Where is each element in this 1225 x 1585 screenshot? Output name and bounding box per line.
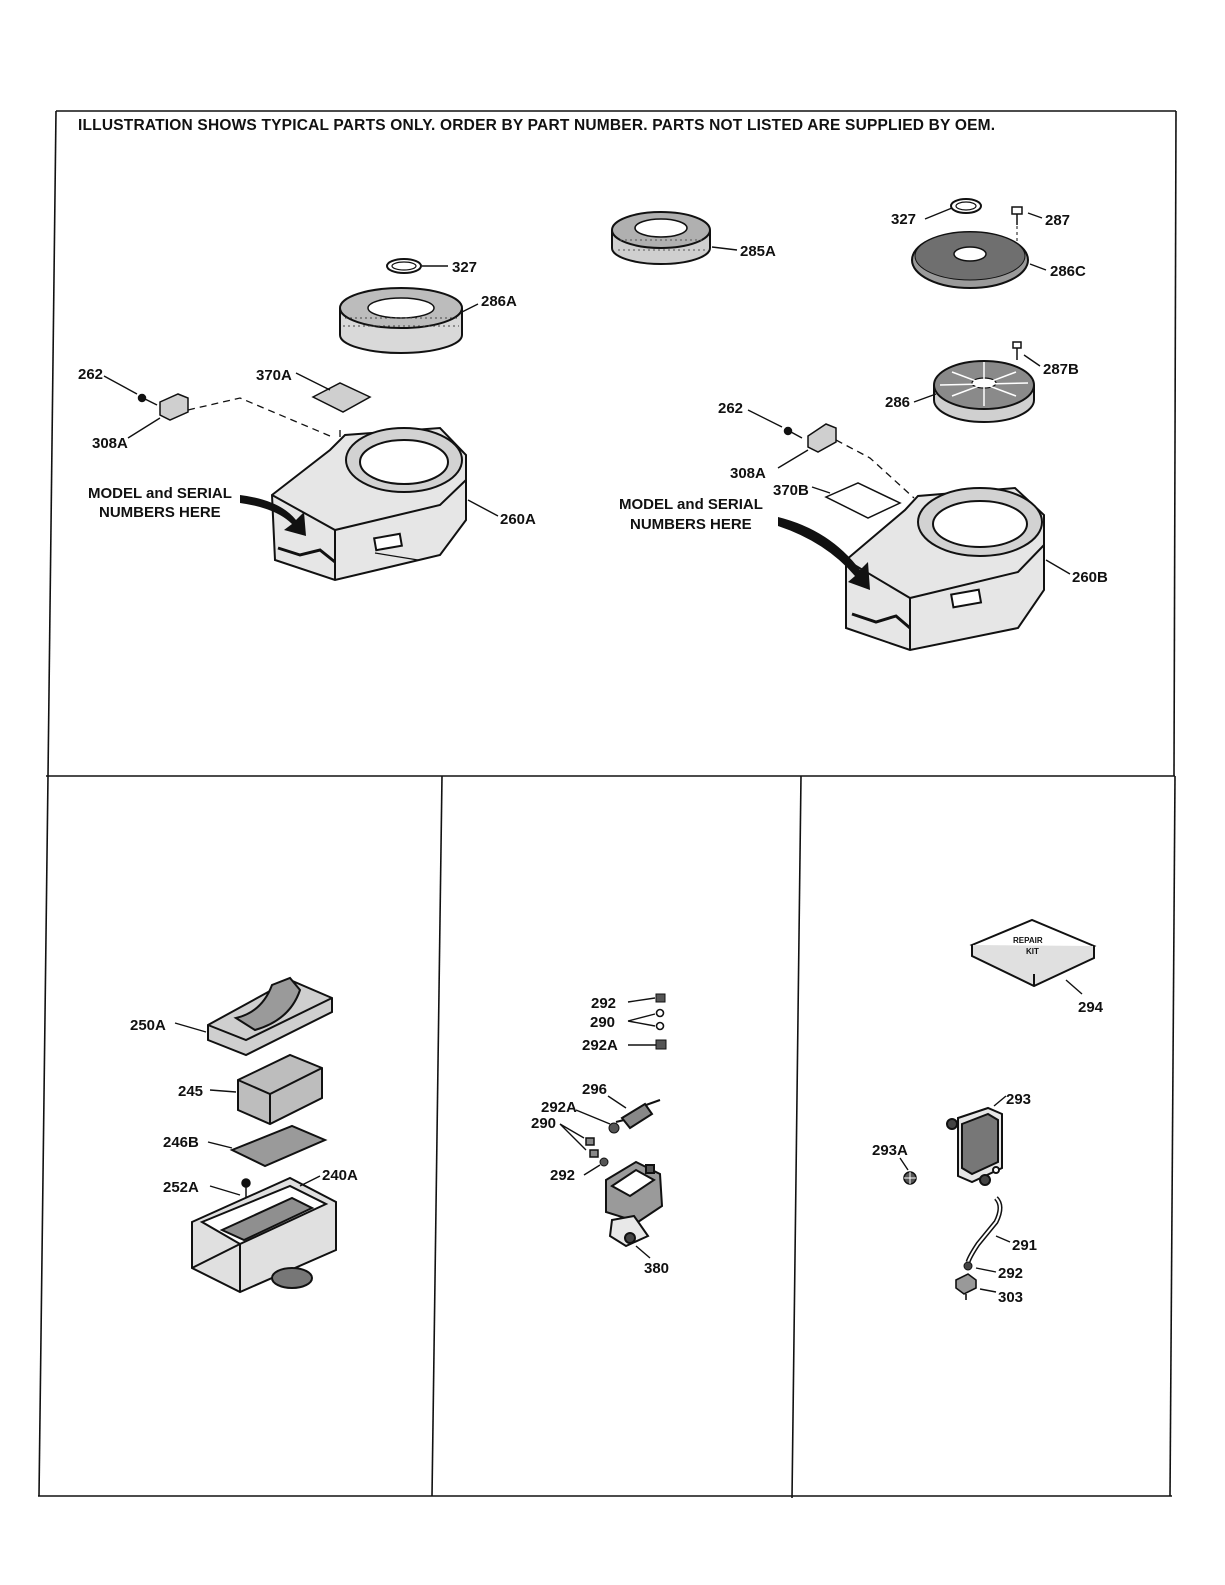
fitting-292A-part (655, 1039, 667, 1050)
top-left-assembly: 327 286A 370A 262 308A (78, 258, 536, 582)
housing-260B-part (845, 486, 1045, 652)
label-286C: 286C (1050, 263, 1086, 280)
pointer-arrow-b-icon (778, 517, 870, 590)
label-327: 327 (452, 259, 477, 276)
filter-285A-part (611, 211, 711, 265)
grille-286-part (933, 360, 1035, 423)
label-291: 291 (1012, 1237, 1037, 1254)
repair-kit-text-line2: KIT (1026, 947, 1039, 956)
label-292A-top: 292A (582, 1037, 618, 1054)
label-292-bottom: 292 (550, 1167, 575, 1184)
screw-262b-part (783, 426, 803, 439)
label-290-top: 290 (590, 1014, 615, 1031)
label-250A: 250A (130, 1017, 166, 1034)
fuel-pump-293-part (946, 1106, 1003, 1186)
label-252A: 252A (163, 1179, 199, 1196)
ring-327-part (386, 258, 422, 274)
label-240A: 240A (322, 1167, 358, 1184)
air-cleaner-assembly: 250A 245 246B 252A 240A (130, 976, 358, 1294)
fitting-303-part (955, 1273, 977, 1300)
model-serial-note-line1: MODEL and SERIAL (88, 485, 232, 502)
pointer-arrow-icon (240, 495, 306, 536)
clamp-292-part (963, 1261, 973, 1271)
label-370B: 370B (773, 482, 809, 499)
cover-286C-part (911, 231, 1029, 289)
frame (38, 110, 1177, 1499)
base-240A-part (191, 1176, 337, 1294)
fitting-292b-part (599, 1157, 609, 1167)
model-serial-note-b-line2: NUMBERS HERE (630, 516, 752, 533)
label-246B: 246B (163, 1134, 199, 1151)
label-292A: 292A (541, 1099, 577, 1116)
carburetor-assembly: 292 290 292A 296 292A 290 292 (531, 993, 669, 1277)
label-260B: 260B (1072, 569, 1108, 586)
clamp-290-part (655, 1008, 665, 1031)
label-260A: 260A (500, 511, 536, 528)
screw-262-part (137, 393, 158, 406)
label-308A: 308A (92, 435, 128, 452)
filter-296-part (615, 1099, 661, 1130)
decal-370A-part (311, 382, 372, 413)
label-245: 245 (178, 1083, 203, 1100)
model-serial-note-b-line1: MODEL and SERIAL (619, 496, 763, 513)
ring-327b-part (950, 198, 982, 214)
screw-287-part (1011, 206, 1023, 225)
carburetor-380-part (605, 1160, 664, 1248)
label-285A: 285A (740, 243, 776, 260)
label-303: 303 (998, 1289, 1023, 1306)
cover-250A-part (207, 976, 333, 1057)
header-note: ILLUSTRATION SHOWS TYPICAL PARTS ONLY. O… (78, 117, 995, 134)
fuel-pump-assembly: REPAIR KIT 294 293 293A 291 292 (872, 918, 1104, 1306)
repair-kit-text-line1: REPAIR (1013, 936, 1043, 945)
label-293: 293 (1006, 1091, 1031, 1108)
label-292-right: 292 (998, 1265, 1023, 1282)
screw-293A-part (903, 1171, 917, 1185)
label-327b: 327 (891, 211, 916, 228)
label-293A: 293A (872, 1142, 908, 1159)
top-right-assembly: 285A 327 287 286C 287B (611, 198, 1108, 652)
model-serial-note-line2: NUMBERS HERE (99, 504, 221, 521)
label-286A: 286A (481, 293, 517, 310)
clamp-290b-part (585, 1137, 599, 1158)
repair-kit-294-part (969, 918, 1097, 988)
bracket-308A-part (159, 393, 189, 421)
label-287: 287 (1045, 212, 1070, 229)
filter-286A-part (339, 287, 463, 354)
fitting-292-part (655, 993, 666, 1003)
screw-287B-part (1012, 341, 1022, 360)
bracket-308Ab-part (807, 423, 837, 453)
label-296: 296 (582, 1081, 607, 1098)
label-370A: 370A (256, 367, 292, 384)
fitting-292A-lower-part (608, 1122, 620, 1134)
label-262b: 262 (718, 400, 743, 417)
label-290: 290 (531, 1115, 556, 1132)
decal-370B-part (824, 482, 902, 519)
label-287B: 287B (1043, 361, 1079, 378)
label-380: 380 (644, 1260, 669, 1277)
element-245-part (237, 1053, 323, 1126)
label-308Ab: 308A (730, 465, 766, 482)
label-286: 286 (885, 394, 910, 411)
housing-260A-part (270, 426, 467, 582)
label-262: 262 (78, 366, 103, 383)
label-294: 294 (1078, 999, 1104, 1016)
label-292-top: 292 (591, 995, 616, 1012)
precleaner-246B-part (229, 1124, 328, 1168)
